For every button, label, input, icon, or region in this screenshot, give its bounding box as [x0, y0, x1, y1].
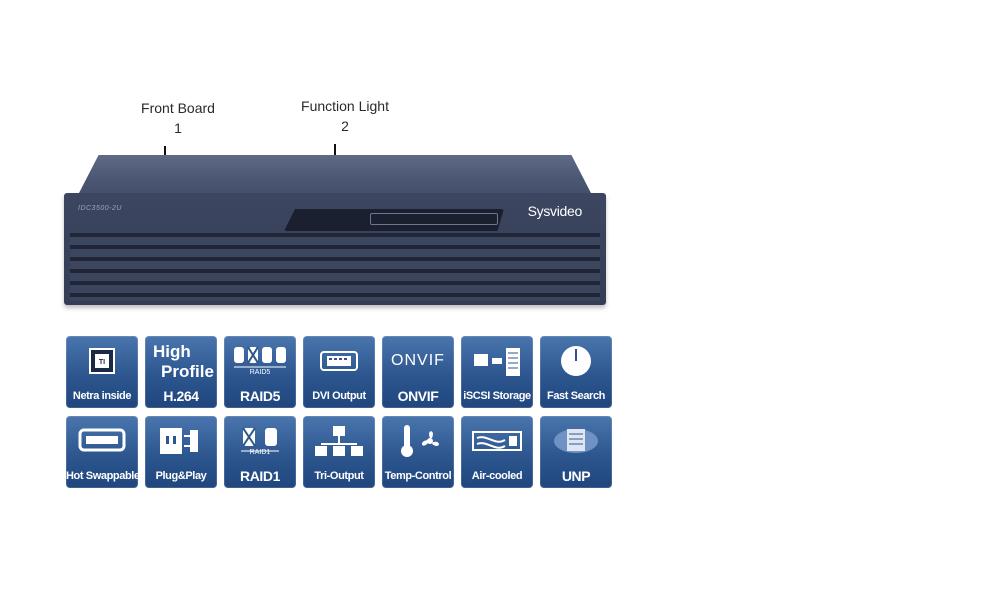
- device-brand: Sysvideo: [527, 203, 583, 219]
- feature-label: Tri-Output: [314, 470, 364, 482]
- svg-text:TI: TI: [99, 359, 105, 366]
- feature-netra-inside: TI Netra inside: [66, 336, 138, 408]
- feature-label: UNP: [561, 468, 591, 484]
- function-light-panel: [284, 209, 504, 231]
- air-duct-icon: [461, 420, 533, 462]
- raid5-disks-icon: [224, 340, 296, 382]
- feature-label: Hot Swappable: [66, 470, 138, 482]
- feature-grid: TI Netra inside High Profile H.264 RAID5…: [66, 336, 618, 488]
- feature-fast-search: Fast Search: [540, 336, 612, 408]
- feature-label: Fast Search: [547, 390, 605, 402]
- feature-tri-output: Tri-Output: [303, 416, 375, 488]
- iscsi-storage-icon: [461, 340, 533, 382]
- clock-icon: [540, 340, 612, 382]
- device-vents: [70, 233, 600, 301]
- feature-hot-swappable: Hot Swappable: [66, 416, 138, 488]
- feature-label: Air-cooled: [471, 470, 523, 482]
- feature-iscsi-storage: iSCSI Storage: [461, 336, 533, 408]
- callout-number: 1: [174, 120, 182, 136]
- disk-tray-icon: [66, 420, 138, 462]
- drive-slot: [370, 213, 498, 225]
- callout-number: 2: [341, 118, 349, 134]
- feature-temp-control: Temp-Control: [382, 416, 454, 488]
- thermometer-fan-icon: [382, 420, 454, 462]
- feature-label: H.264: [163, 388, 199, 404]
- tri-output-icon: [303, 420, 375, 462]
- feature-label: RAID5: [239, 388, 280, 404]
- feature-label: Temp-Control: [384, 470, 452, 482]
- chip-icon: TI: [66, 340, 138, 382]
- feature-headline-line2: Profile: [161, 362, 214, 381]
- callout-front-board: Front Board 1: [133, 100, 223, 224]
- feature-high-profile: High Profile H.264: [145, 336, 217, 408]
- plug-icon: [145, 420, 217, 462]
- feature-raid1: RAID1 RAID1: [224, 416, 296, 488]
- feature-dvi-output: DVI Output: [303, 336, 375, 408]
- callout-title: Front Board: [141, 100, 215, 116]
- nvr-device-image: IDC3500-2U Sysvideo: [64, 155, 606, 305]
- onvif-logo-icon: ONVIF: [382, 340, 454, 382]
- feature-plug-play: Plug&Play: [145, 416, 217, 488]
- feature-raid5: RAID5 RAID5: [224, 336, 296, 408]
- feature-label: Plug&Play: [155, 470, 207, 482]
- device-top-cover: [78, 155, 592, 195]
- callout-function-light: Function Light 2: [290, 98, 400, 214]
- feature-label: ONVIF: [397, 388, 439, 404]
- feature-headline: High Profile: [153, 342, 214, 382]
- feature-air-cooled: Air-cooled: [461, 416, 533, 488]
- onvif-logo-text: ONVIF: [391, 352, 445, 369]
- feature-label: Netra inside: [72, 390, 132, 402]
- callout-title: Function Light: [301, 98, 389, 114]
- feature-onvif: ONVIF ONVIF: [382, 336, 454, 408]
- feature-label: RAID1: [239, 468, 280, 484]
- device-front-panel: IDC3500-2U Sysvideo: [64, 193, 606, 305]
- raid1-disks-icon: [224, 420, 296, 462]
- feature-label: iSCSI Storage: [463, 390, 531, 402]
- feature-headline-line1: High: [153, 342, 191, 361]
- dvi-port-icon: [303, 340, 375, 382]
- raid5-sub-label: RAID5: [249, 369, 271, 376]
- raid1-sub-label: RAID1: [249, 449, 271, 456]
- device-model-text: IDC3500-2U: [78, 205, 122, 212]
- feature-unp: UNP: [540, 416, 612, 488]
- feature-label: DVI Output: [312, 390, 366, 402]
- network-cube-icon: [540, 420, 612, 462]
